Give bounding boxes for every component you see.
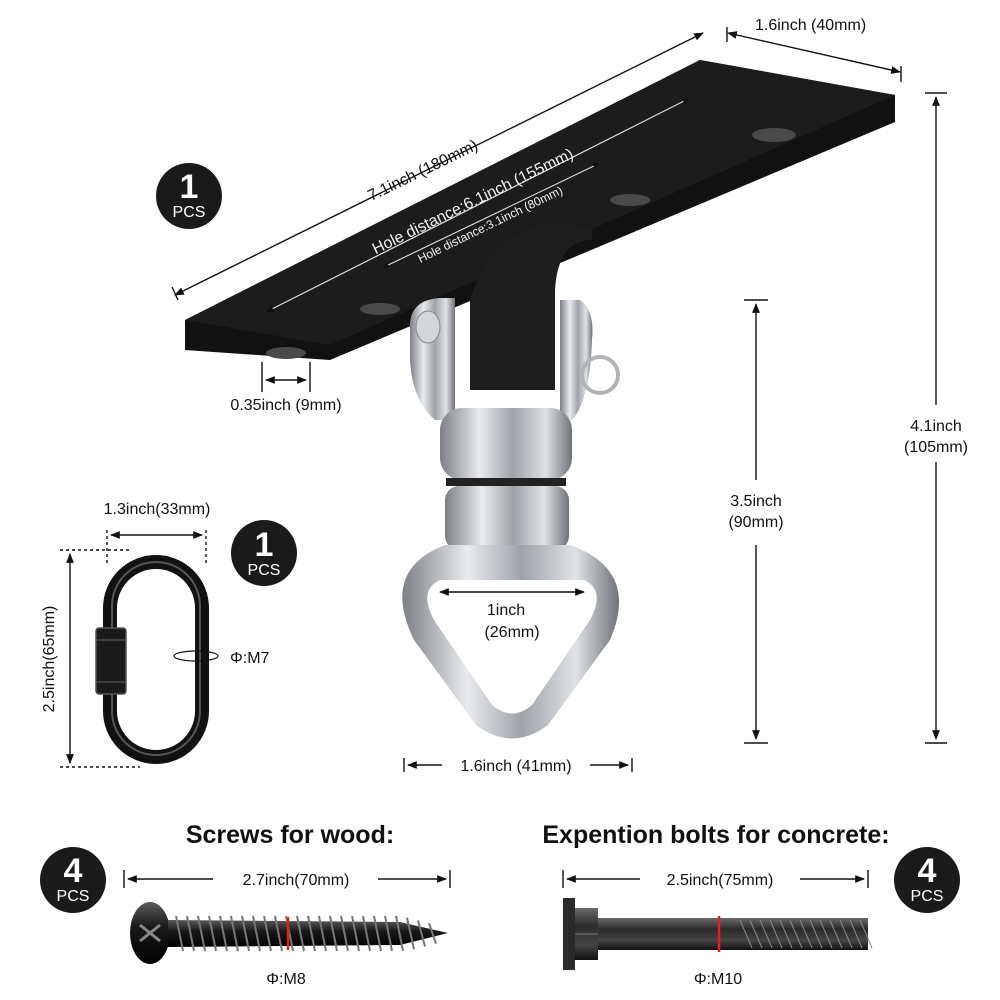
thread-ridge (296, 915, 305, 952)
swivel-upper (440, 408, 572, 480)
thread-ridge (230, 915, 239, 952)
badge-unit: PCS (911, 888, 944, 905)
swivel-hook (402, 222, 620, 739)
thread-ridge (241, 915, 250, 952)
knurl-line (809, 919, 823, 949)
thread-ridge (186, 915, 195, 952)
bolt-diameter-label: Φ:M10 (694, 971, 742, 988)
swivel-lower (445, 486, 569, 550)
bolt-length-label: 2.5inch(75mm) (667, 872, 774, 889)
badge-unit: PCS (173, 204, 206, 221)
bolt-washer (563, 898, 575, 970)
knurl-line (739, 919, 753, 949)
thread-ridge (384, 915, 393, 952)
screw-diameter-label: Φ:M8 (266, 971, 306, 988)
diameter-indicator (173, 650, 219, 662)
badge-number: 1 (255, 526, 274, 564)
shackle-right (560, 300, 593, 420)
swivel-height-label-in: 3.5inch (730, 493, 782, 510)
total-height-label-mm: (105mm) (904, 439, 968, 456)
thread-ridge (252, 915, 261, 952)
knurl-line (789, 919, 803, 949)
carabiner (95, 555, 209, 764)
bolts-quantity-badge: 4 PCS (894, 847, 960, 913)
thread-ridge (373, 915, 382, 952)
badge-number: 4 (918, 852, 937, 890)
dimension-tick (171, 286, 179, 301)
bolts-heading: Expention bolts for concrete: (542, 821, 889, 849)
total-height-label-in: 4.1inch (910, 418, 962, 435)
thread-ridge (318, 915, 327, 952)
screws-heading: Screws for wood: (186, 821, 394, 849)
knurl-line (859, 919, 873, 949)
badge-unit: PCS (57, 888, 90, 905)
wood-screw (130, 902, 448, 964)
expansion-bolt (563, 898, 873, 970)
plate-hole (266, 347, 306, 359)
screw-threads (175, 915, 437, 952)
plate-quantity-badge: 1 PCS (156, 163, 222, 229)
sleeve-knurling (739, 919, 873, 949)
knurl-line (769, 919, 783, 949)
thread-ridge (417, 920, 426, 947)
knurl-line (839, 919, 853, 949)
phillips-slot (139, 923, 161, 943)
hole-distance-short-dimension (381, 162, 601, 269)
knurl-line (799, 919, 813, 949)
eye-inner-label-mm: (26mm) (484, 624, 539, 641)
thread-ridge (307, 915, 316, 952)
plate-hole (752, 128, 796, 142)
badge-circle (894, 847, 960, 913)
badge-circle (156, 163, 222, 229)
thread-ridge (329, 915, 338, 952)
plate-width-label: 1.6inch (40mm) (755, 17, 866, 34)
badge-number: 4 (64, 852, 83, 890)
badge-circle (40, 847, 106, 913)
swivel-bearing (446, 478, 566, 486)
plate-hole (610, 194, 650, 206)
screws-quantity-badge: 4 PCS (40, 847, 106, 913)
hole-diameter-label: 0.35inch (9mm) (230, 397, 341, 414)
carabiner-height-label: 2.5inch(65mm) (41, 606, 58, 713)
screw-length-label: 2.7inch(70mm) (243, 872, 350, 889)
thread-ridge (340, 915, 349, 952)
badge-circle (231, 520, 297, 586)
bolt-sleeve (598, 918, 868, 950)
knurl-line (829, 919, 843, 949)
thread-ridge (208, 915, 217, 952)
badge-unit: PCS (248, 562, 281, 579)
badge-number: 1 (180, 168, 199, 206)
thread-ridge (219, 915, 228, 952)
thread-ridge (428, 922, 437, 945)
swivel-height-label-mm: (90mm) (728, 514, 783, 531)
eye-inner-label-in: 1inch (487, 602, 525, 619)
knurl-line (779, 919, 793, 949)
plate-width-dimension (727, 31, 901, 74)
hook-bracket (470, 222, 592, 390)
thread-ridge (351, 915, 360, 952)
knurl-line (819, 919, 833, 949)
thread-ridge (175, 915, 184, 952)
thread-ridge (395, 915, 404, 952)
thread-ridge (274, 915, 283, 952)
knurl-line (849, 919, 863, 949)
thread-ridge (263, 915, 272, 952)
carabiner-sleeve (95, 627, 127, 695)
carabiner-diameter-label: Φ:M7 (230, 650, 270, 667)
split-ring (580, 355, 620, 395)
eye-width-label: 1.6inch (41mm) (460, 758, 571, 775)
thread-ridge (197, 915, 206, 952)
thread-ridge (362, 915, 371, 952)
knurl-line (749, 919, 763, 949)
hook-eye-opening (427, 580, 597, 714)
plate-hole (360, 303, 400, 315)
carabiner-quantity-badge: 1 PCS (231, 520, 297, 586)
thread-ridge (406, 917, 415, 950)
carabiner-width-label: 1.3inch(33mm) (104, 501, 211, 518)
knurl-line (759, 919, 773, 949)
shackle-pin (415, 310, 441, 344)
